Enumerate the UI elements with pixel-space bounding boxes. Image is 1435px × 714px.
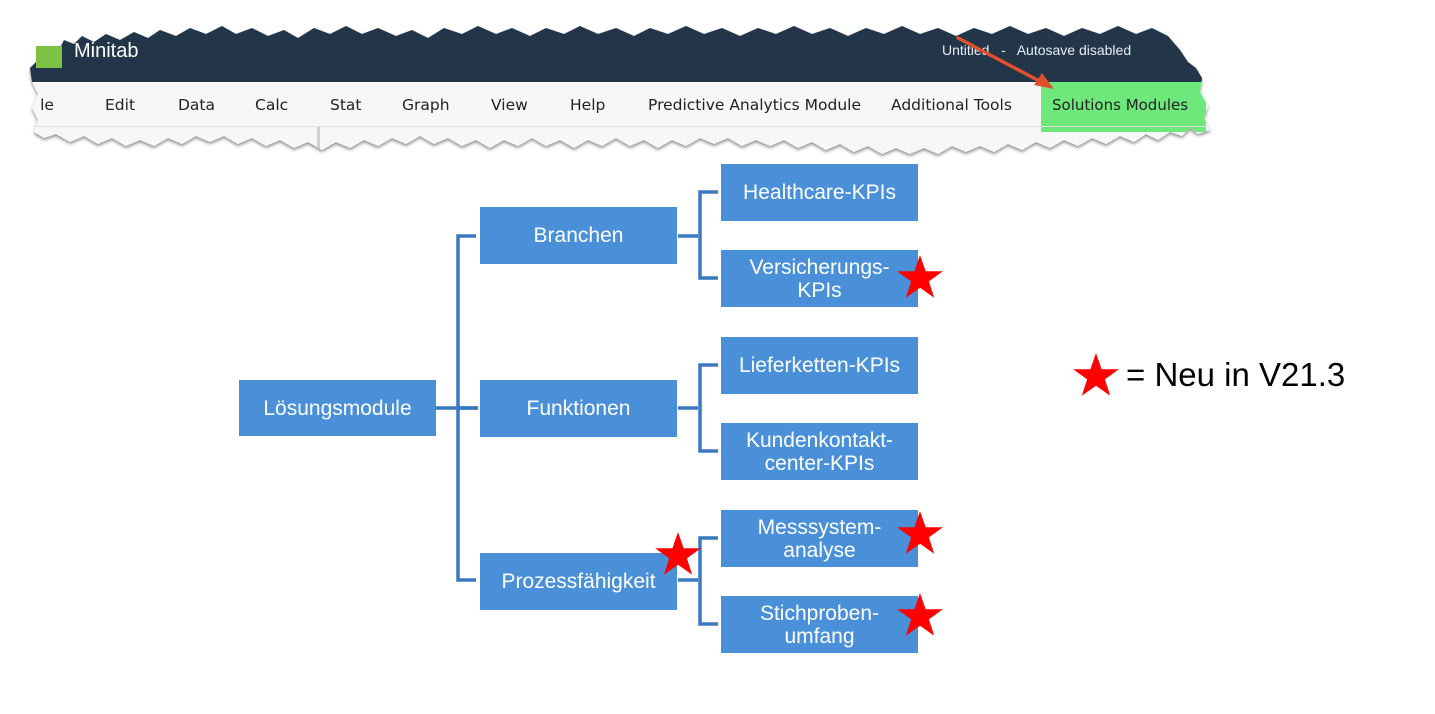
new-star-icon [655, 532, 701, 575]
menu-file[interactable]: File [28, 96, 54, 114]
menu-edit[interactable]: Edit [105, 96, 136, 114]
node-funktionen: Funktionen [480, 380, 677, 437]
new-star-icon [897, 511, 943, 554]
legend-text: = Neu in V21.3 [1126, 356, 1346, 393]
minitab-logo-icon [36, 46, 62, 68]
menu-help[interactable]: Help [570, 96, 606, 114]
menu-calc[interactable]: Calc [255, 96, 289, 114]
node-kundenkontaktcenter-kpis: Kundenkontakt-center-KPIs [721, 423, 918, 480]
menu-additional-tools[interactable]: Additional Tools [891, 96, 1012, 114]
node-lieferketten-kpis: Lieferketten-KPIs [721, 337, 918, 394]
menu-stat[interactable]: Stat [330, 96, 362, 114]
menu-predictive-analytics[interactable]: Predictive Analytics Module [648, 96, 862, 114]
node-root: Lösungsmodule [239, 380, 436, 436]
node-messsystemanalyse: Messsystem-analyse [721, 510, 918, 567]
new-star-icon [897, 593, 943, 636]
legend-star-icon [1073, 353, 1119, 396]
node-branchen: Branchen [480, 207, 677, 264]
node-stichprobenumfang: Stichproben-umfang [721, 596, 918, 653]
menu-data[interactable]: Data [178, 96, 216, 114]
menu-view[interactable]: View [491, 96, 528, 114]
legend: = Neu in V21.3 [1072, 350, 1345, 400]
app-title: Minitab [74, 40, 139, 62]
document-status: Untitled - Autosave disabled [942, 42, 1132, 58]
new-star-icon [897, 255, 943, 298]
menu-solutions-modules[interactable]: Solutions Modules [1052, 96, 1189, 114]
menu-graph[interactable]: Graph [402, 96, 450, 114]
minitab-window-excerpt: Minitab Untitled - Autosave disabled Fil… [30, 22, 1212, 158]
node-prozessfaehigkeit: Prozessfähigkeit [480, 553, 677, 610]
node-versicherungs-kpis: Versicherungs-KPIs [721, 250, 918, 307]
node-healthcare-kpis: Healthcare-KPIs [721, 164, 918, 221]
